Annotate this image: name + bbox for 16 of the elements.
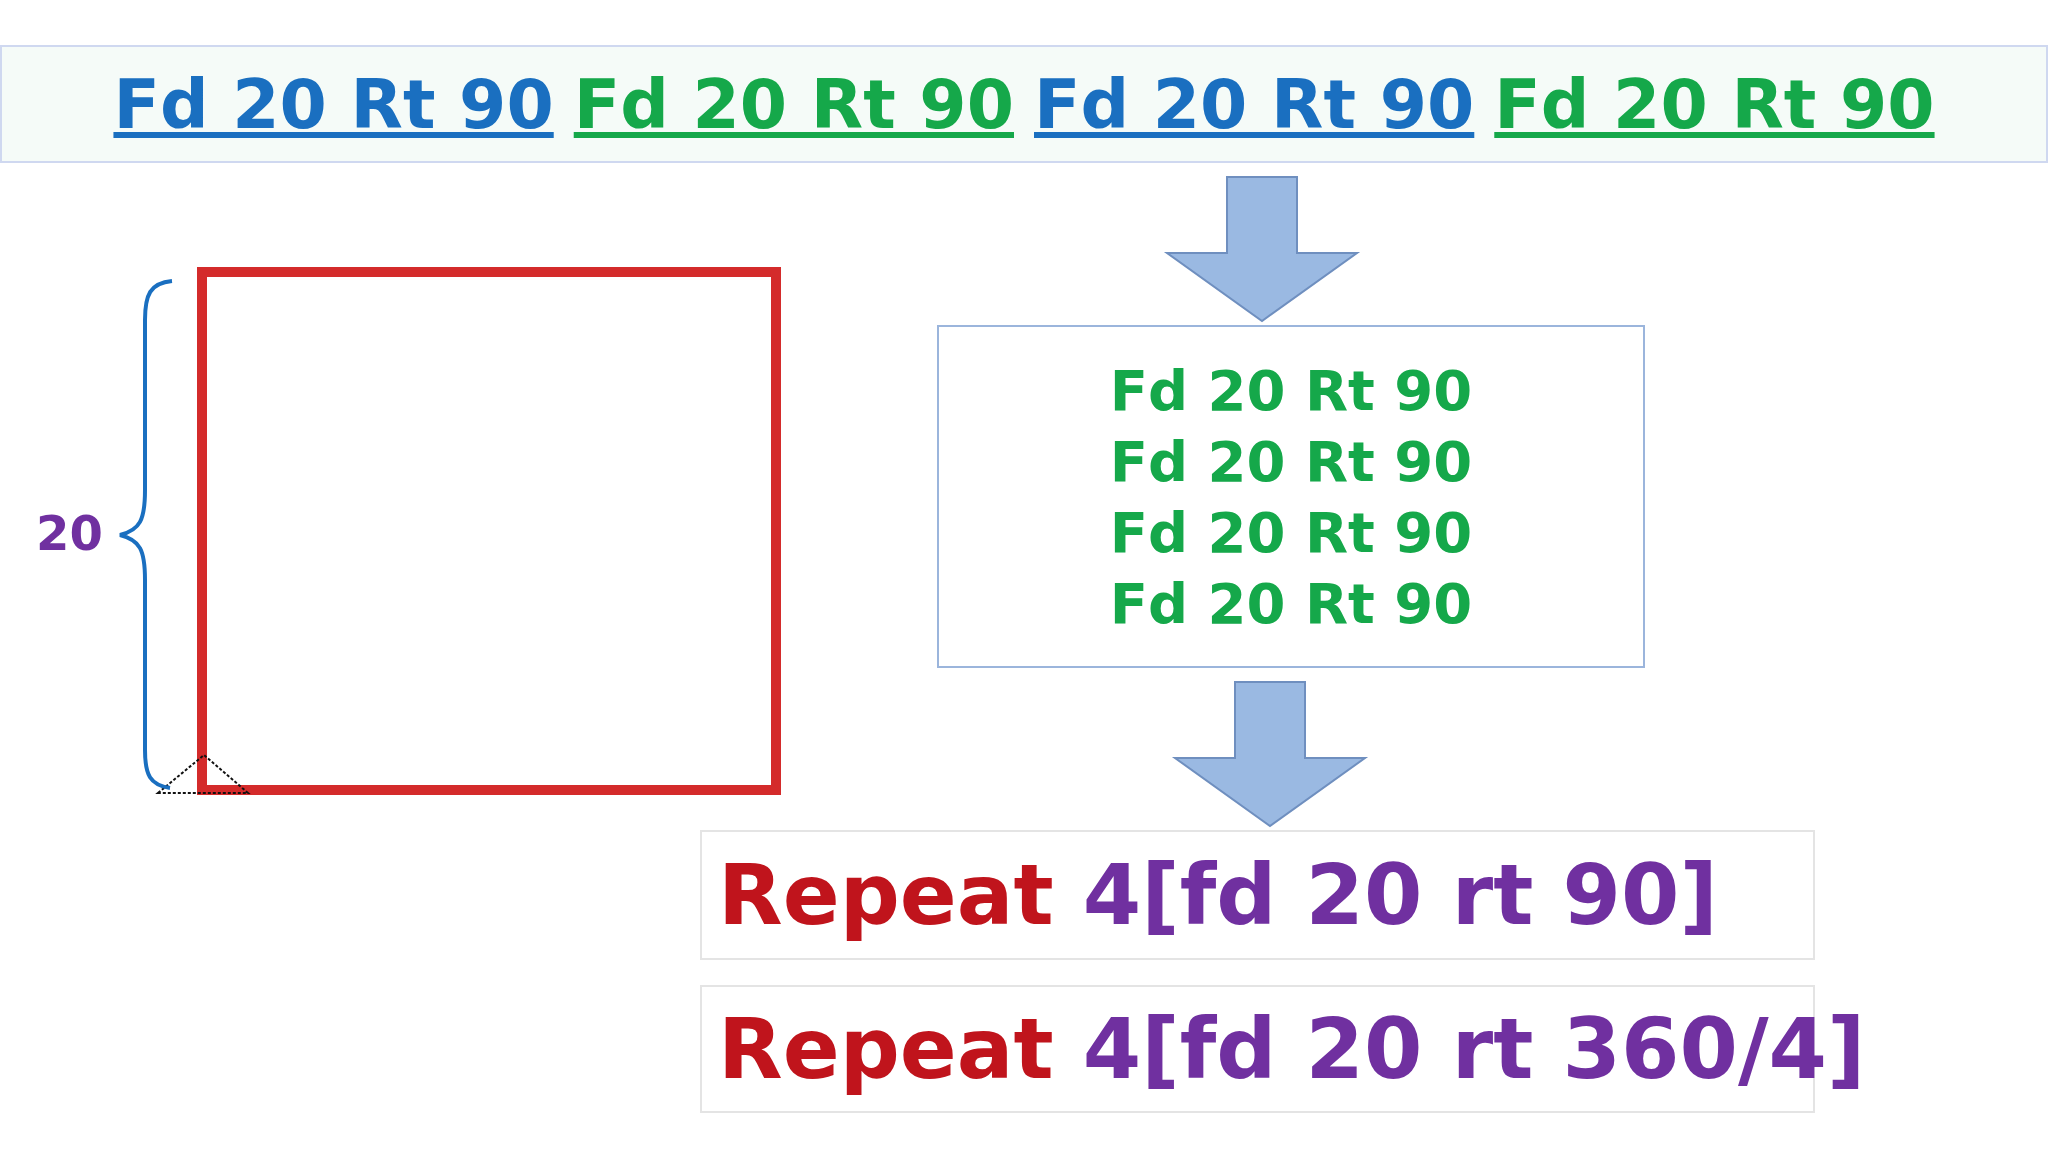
command-line: Fd 20 Rt 90 — [1109, 570, 1473, 636]
dimension-label: 20 — [36, 505, 103, 561]
command-line: Fd 20 Rt 90 — [1109, 428, 1473, 494]
code-line: Repeat 4[fd 20 rt 360/4] — [718, 1000, 1866, 1098]
block-arrow — [1163, 176, 1361, 323]
command-text: Fd 20 Rt 90 — [1494, 64, 1935, 144]
text-box — [937, 325, 1645, 668]
text-box — [700, 830, 1815, 960]
command-text: Fd 20 Rt 90 — [113, 64, 554, 144]
code-line: Repeat 4[fd 20 rt 90] — [718, 846, 1718, 944]
block-arrow — [1171, 681, 1369, 828]
command-line: Fd 20 Rt 90 — [1109, 499, 1473, 565]
command-line: Fd 20 Rt 90 — [1109, 357, 1473, 423]
text-box — [0, 45, 2048, 163]
command-text: Fd 20 Rt 90 — [1034, 64, 1475, 144]
command-text: Fd 20 Rt 90 — [573, 64, 1014, 144]
